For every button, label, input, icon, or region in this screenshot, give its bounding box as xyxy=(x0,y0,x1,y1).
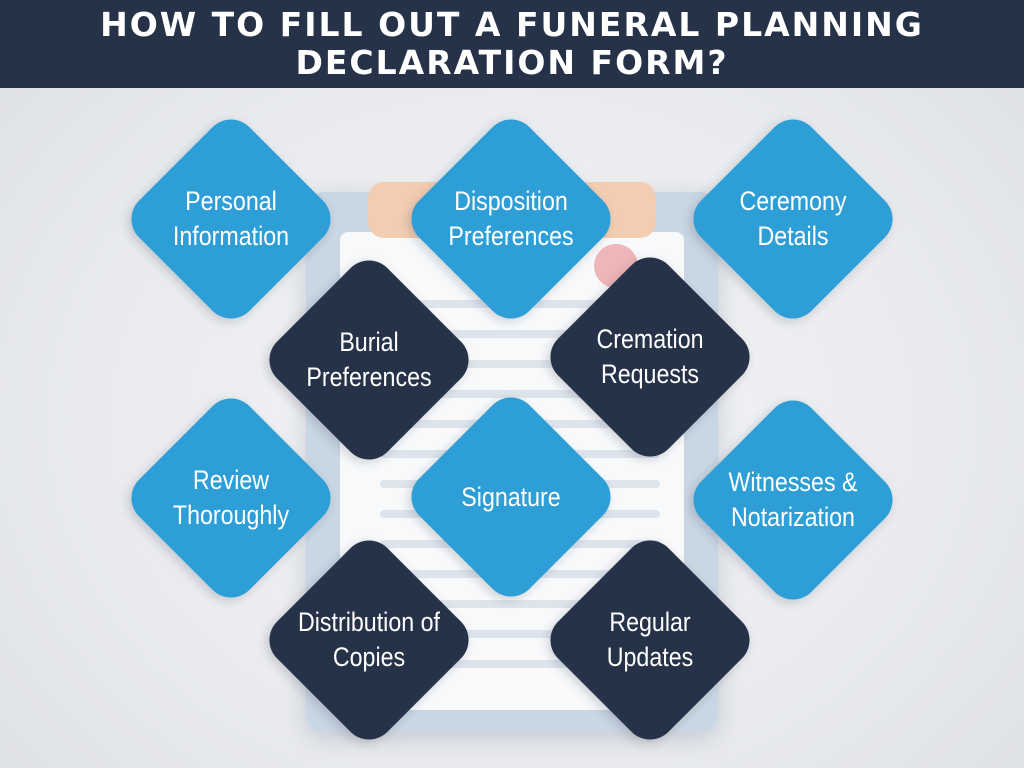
step-label-line-2: Updates xyxy=(606,642,694,672)
step-review-thoroughly: Review Thoroughly xyxy=(120,387,342,609)
step-label: Ceremony Details xyxy=(698,108,889,330)
paper-line xyxy=(380,360,660,368)
step-label: Personal Information xyxy=(136,108,327,330)
step-label-line-2: Details xyxy=(757,221,829,251)
step-label: Cremation Requests xyxy=(555,246,746,468)
title-line-1: HOW TO FILL OUT A FUNERAL PLANNING xyxy=(100,5,924,44)
step-label: Disposition Preferences xyxy=(416,108,607,330)
title-line-2: DECLARATION FORM? xyxy=(295,43,729,82)
step-label-line-1: Disposition xyxy=(454,186,568,216)
paper-line xyxy=(380,330,660,338)
step-label-line-1: Signature xyxy=(461,481,561,512)
step-label: Witnesses & Notarization xyxy=(698,389,889,611)
step-label-line-1: Personal xyxy=(185,186,277,216)
step-disposition-preferences: Disposition Preferences xyxy=(400,108,622,330)
step-label-line-2: Preferences xyxy=(306,362,432,392)
step-label-line-1: Review xyxy=(192,465,270,495)
step-regular-updates: Regular Updates xyxy=(539,529,761,751)
step-label-line-1: Ceremony xyxy=(739,186,847,216)
paper-line xyxy=(380,630,660,638)
step-label: Burial Preferences xyxy=(274,249,465,471)
step-label-line-2: Notarization xyxy=(731,502,855,532)
step-label-line-2: Preferences xyxy=(448,221,574,251)
step-label-line-1: Burial xyxy=(339,327,399,357)
step-label-line-1: Distribution of xyxy=(298,607,440,637)
step-label: Signature xyxy=(416,386,607,608)
step-label-line-2: Requests xyxy=(600,359,700,389)
title-banner: HOW TO FILL OUT A FUNERAL PLANNING DECLA… xyxy=(0,0,1024,88)
step-label: Review Thoroughly xyxy=(136,387,327,609)
step-label-line-1: Regular xyxy=(609,607,691,637)
step-label-line-1: Witnesses & xyxy=(728,467,858,497)
paper-line xyxy=(380,660,660,668)
step-cremation-requests: Cremation Requests xyxy=(539,246,761,468)
step-label-line-2: Information xyxy=(172,221,290,251)
paper-line xyxy=(380,390,660,398)
step-label-line-2: Copies xyxy=(332,642,406,672)
step-signature: Signature xyxy=(400,386,622,608)
step-distribution-of-copies: Distribution of Copies xyxy=(258,529,480,751)
step-label-line-2: Thoroughly xyxy=(172,500,290,530)
step-personal-information: Personal Information xyxy=(120,108,342,330)
step-witnesses-notarization: Witnesses & Notarization xyxy=(682,389,904,611)
step-ceremony-details: Ceremony Details xyxy=(682,108,904,330)
step-label: Distribution of Copies xyxy=(274,529,465,751)
step-label: Regular Updates xyxy=(555,529,746,751)
step-label-line-1: Cremation xyxy=(596,324,704,354)
paper-line xyxy=(380,600,660,608)
step-burial-preferences: Burial Preferences xyxy=(258,249,480,471)
